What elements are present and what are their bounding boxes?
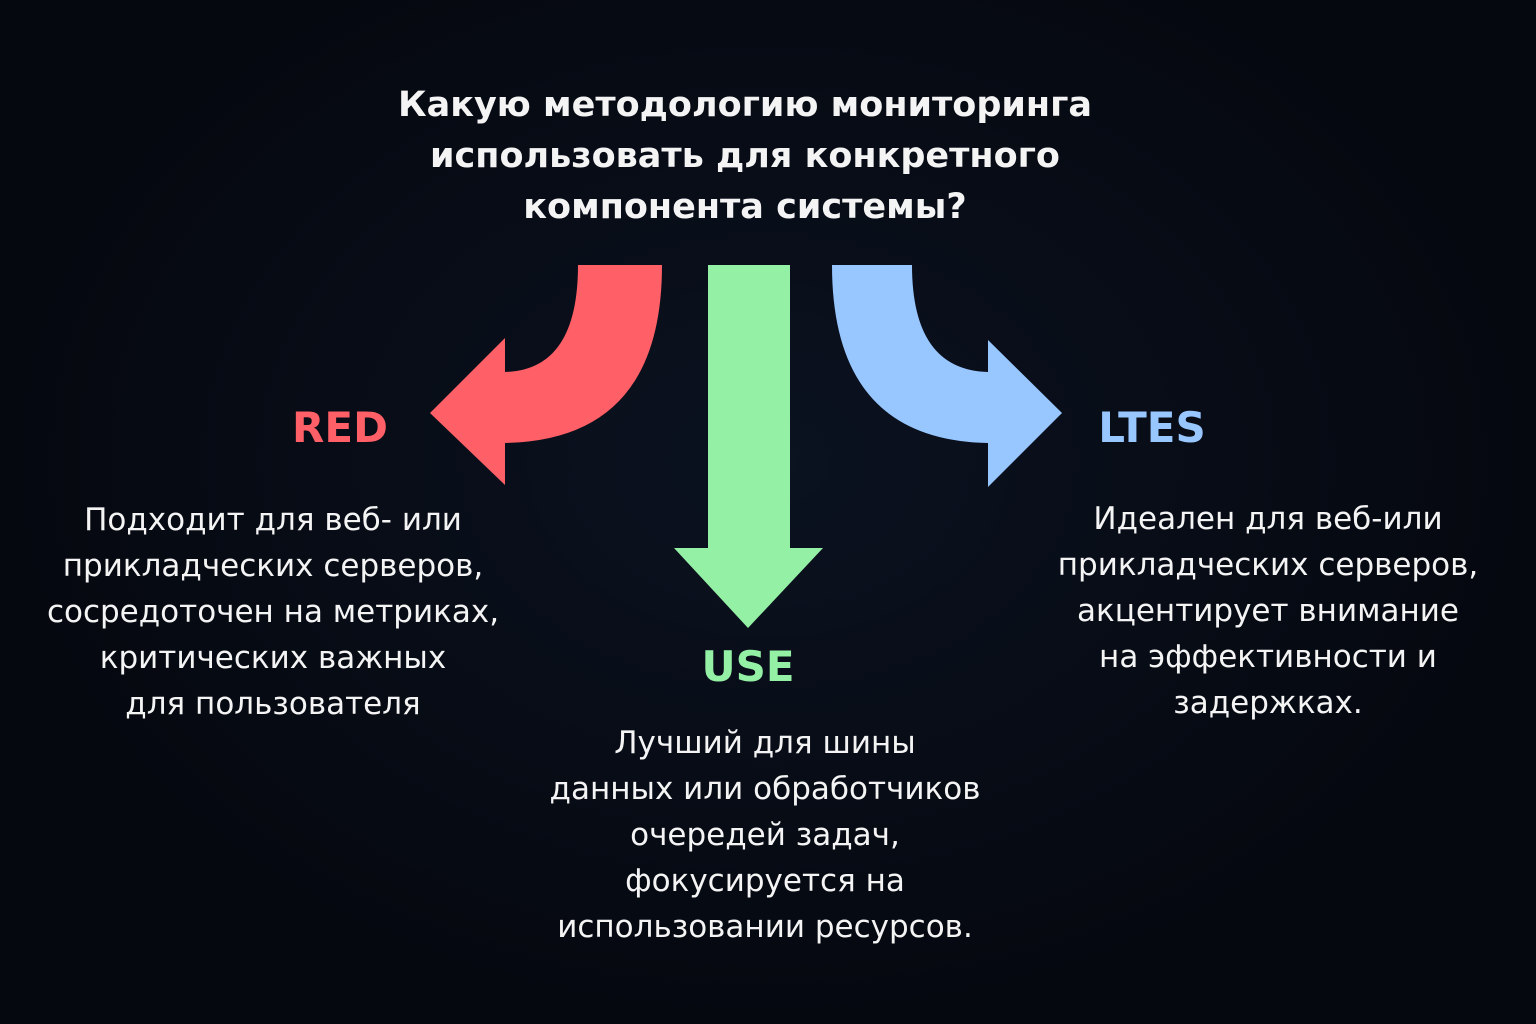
blue-curved-arrow-icon	[832, 265, 1062, 487]
desc-line: использовании ресурсов.	[557, 909, 973, 945]
desc-line: акцентирует внимание	[1077, 593, 1459, 629]
red-description: Подходит для веб- или прикладческих серв…	[13, 497, 533, 727]
desc-line: для пользователя	[125, 686, 421, 722]
desc-line: прикладческих серверов,	[62, 548, 484, 584]
desc-line: критических важных	[99, 640, 447, 676]
question-title: Какую методологию мониторинга использова…	[345, 80, 1145, 233]
green-down-arrow-icon	[674, 265, 823, 628]
ltes-label: LTES	[1098, 403, 1206, 452]
title-line: Какую методологию мониторинга	[397, 85, 1093, 125]
desc-line: Лучший для шины	[614, 725, 916, 761]
use-description: Лучший для шины данных или обработчиков …	[505, 720, 1025, 950]
red-curved-arrow-icon	[430, 265, 662, 485]
desc-line: на эффективности и	[1099, 639, 1437, 675]
red-label: RED	[292, 403, 388, 452]
ltes-description: Идеален для веб-или прикладческих сервер…	[1008, 496, 1528, 726]
desc-line: прикладческих серверов,	[1057, 547, 1479, 583]
title-line: использовать для конкретного	[430, 136, 1060, 176]
desc-line: задержках.	[1173, 685, 1363, 721]
title-line: компонента системы?	[523, 187, 967, 227]
desc-line: очередей задач,	[630, 817, 900, 853]
use-label: USE	[701, 642, 795, 691]
desc-line: фокусируется на	[625, 863, 905, 899]
desc-line: данных или обработчиков	[549, 771, 981, 807]
desc-line: Подходит для веб- или	[84, 502, 462, 538]
desc-line: сосредоточен на метриках,	[46, 594, 500, 630]
desc-line: Идеален для веб-или	[1093, 501, 1443, 537]
